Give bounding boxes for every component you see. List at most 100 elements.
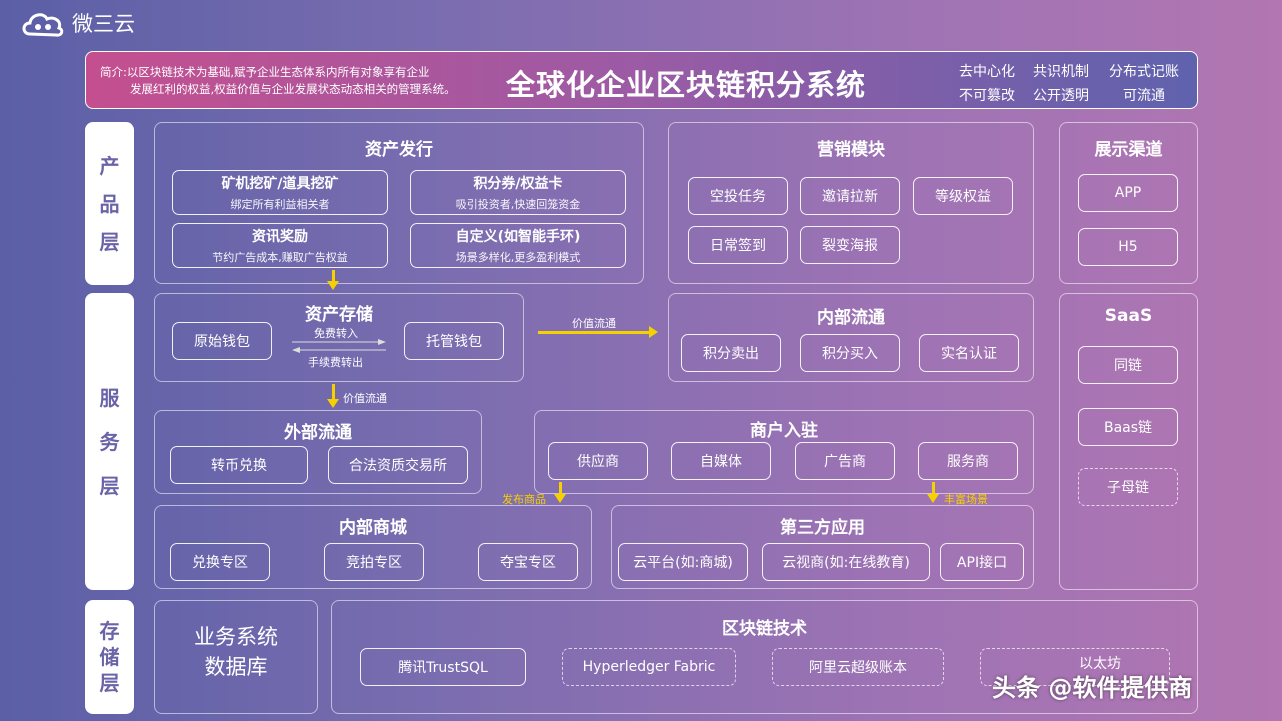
- database-panel: [154, 600, 318, 714]
- arrow-down-publish: [554, 482, 566, 503]
- asset-issue-item[interactable]: 自定义(如智能手环) 场景多样化,更多盈利模式: [410, 223, 626, 268]
- blockchain-panel: [331, 600, 1198, 714]
- blockchain-item[interactable]: 阿里云超级账本: [772, 648, 944, 686]
- arrow-right-value-flow: [538, 326, 658, 338]
- saas-panel: [1059, 293, 1198, 590]
- asset-issue-title: 资产发行: [365, 140, 433, 160]
- internal-mall-item[interactable]: 兑换专区: [170, 543, 270, 581]
- internal-flow-item[interactable]: 积分买入: [800, 334, 900, 372]
- internal-flow-panel: [668, 293, 1034, 382]
- merchant-item[interactable]: 服务商: [918, 442, 1018, 480]
- asset-issue-panel: [154, 122, 644, 284]
- layer-storage: 存储层: [85, 600, 134, 714]
- publish-goods-label: 发布商品: [502, 493, 546, 506]
- third-party-panel: [611, 505, 1034, 589]
- third-party-item[interactable]: 云平台(如:商城): [618, 543, 748, 581]
- feature-item: 去中心化: [959, 64, 1015, 80]
- intro-text: 简介:以区块链技术为基础,赋予企业生态体系内所有对象享有企业 发展红利的权益,权…: [100, 64, 456, 98]
- marketing-title: 营销模块: [817, 140, 885, 160]
- marketing-item[interactable]: 邀请拉新: [800, 177, 900, 215]
- merchant-panel: [534, 410, 1034, 494]
- asset-issue-item[interactable]: 资讯奖励 节约广告成本,赚取广告权益: [172, 223, 388, 268]
- page-title: 全球化企业区块链积分系统: [506, 68, 867, 102]
- feature-item: 分布式记账: [1109, 64, 1179, 80]
- asset-issue-item[interactable]: 积分券/权益卡 吸引投资者,快速回笼资金: [410, 170, 626, 215]
- marketing-item[interactable]: 等级权益: [913, 177, 1013, 215]
- blockchain-item[interactable]: Hyperledger Fabric: [562, 648, 736, 686]
- custody-wallet[interactable]: 托管钱包: [404, 322, 504, 360]
- original-wallet[interactable]: 原始钱包: [172, 322, 272, 360]
- merchant-item[interactable]: 自媒体: [671, 442, 771, 480]
- brand-logo: 微三云: [20, 8, 135, 38]
- external-flow-item[interactable]: 转币兑换: [170, 446, 308, 484]
- layer-char: 存: [99, 619, 120, 643]
- arrow-down-issue: [327, 270, 339, 290]
- marketing-panel: [668, 122, 1034, 284]
- layer-char: 储: [99, 645, 120, 669]
- intro-line-1: 简介:以区块链技术为基础,赋予企业生态体系内所有对象享有企业: [100, 65, 430, 79]
- arrow-down-storage: [327, 384, 339, 408]
- item-sub: 场景多样化,更多盈利模式: [455, 251, 581, 264]
- merchant-item[interactable]: 供应商: [548, 442, 648, 480]
- watermark-text: 头条 @软件提供商: [992, 674, 1193, 702]
- swap-arrows-icon: [292, 339, 386, 353]
- blockchain-item[interactable]: 以太坊: [980, 648, 1170, 686]
- saas-title: SaaS: [1104, 306, 1153, 326]
- blockchain-item[interactable]: 腾讯TrustSQL: [360, 648, 526, 686]
- third-party-item[interactable]: 云视商(如:在线教育): [762, 543, 930, 581]
- saas-item[interactable]: Baas链: [1078, 408, 1178, 446]
- asset-storage-panel: [154, 293, 524, 382]
- merchant-title: 商户入驻: [750, 421, 818, 441]
- layer-char: 服: [99, 385, 120, 410]
- layer-char: 品: [99, 191, 120, 216]
- internal-mall-item[interactable]: 夺宝专区: [478, 543, 578, 581]
- brand-name: 微三云: [72, 12, 135, 36]
- feature-item: 不可篡改: [959, 88, 1015, 104]
- item-sub: 吸引投资者,快速回笼资金: [455, 198, 581, 211]
- feature-item: 公开透明: [1033, 88, 1089, 104]
- third-party-item[interactable]: API接口: [940, 543, 1024, 581]
- item-title: 自定义(如智能手环): [455, 229, 581, 245]
- item-title: 积分券/权益卡: [473, 176, 563, 192]
- header-banner: 简介:以区块链技术为基础,赋予企业生态体系内所有对象享有企业 发展红利的权益,权…: [85, 51, 1198, 109]
- saas-item[interactable]: 子母链: [1078, 468, 1178, 506]
- database-label: 业务系统 数据库: [154, 622, 318, 682]
- display-panel: [1059, 122, 1198, 284]
- layer-char: 层: [99, 229, 120, 254]
- saas-item[interactable]: 同链: [1078, 346, 1178, 384]
- layer-char: 层: [99, 671, 120, 695]
- cloud-logo-icon: [22, 13, 64, 37]
- internal-mall-panel: [154, 505, 592, 589]
- marketing-item[interactable]: 日常签到: [688, 226, 788, 264]
- layer-char: 产: [99, 153, 120, 178]
- merchant-item[interactable]: 广告商: [795, 442, 895, 480]
- third-party-title: 第三方应用: [780, 518, 865, 538]
- layer-service: 服务层: [85, 293, 134, 590]
- item-title: 资讯奖励: [252, 229, 308, 245]
- asset-issue-item[interactable]: 矿机挖矿/道具挖矿 绑定所有利益相关者: [172, 170, 388, 215]
- marketing-item[interactable]: 空投任务: [688, 177, 788, 215]
- item-sub: 绑定所有利益相关者: [230, 198, 330, 211]
- feature-item: 共识机制: [1033, 64, 1089, 80]
- display-item-h5[interactable]: H5: [1078, 228, 1178, 266]
- item-sub: 节约广告成本,赚取广告权益: [212, 251, 348, 264]
- internal-mall-title: 内部商城: [339, 518, 407, 538]
- blockchain-title: 区块链技术: [722, 619, 807, 639]
- arrow-down-rich: [927, 482, 939, 503]
- external-flow-panel: [154, 410, 482, 494]
- internal-flow-item[interactable]: 实名认证: [919, 334, 1019, 372]
- display-item-app[interactable]: APP: [1078, 174, 1178, 212]
- feature-item: 可流通: [1123, 88, 1165, 104]
- internal-flow-title: 内部流通: [817, 308, 885, 328]
- database-line-2: 数据库: [204, 655, 268, 679]
- internal-mall-item[interactable]: 竞拍专区: [324, 543, 424, 581]
- value-flow-label-h: 价值流通: [572, 317, 616, 330]
- internal-flow-item[interactable]: 积分卖出: [681, 334, 781, 372]
- layer-product: 产品层: [85, 122, 134, 285]
- external-flow-item[interactable]: 合法资质交易所: [328, 446, 468, 484]
- marketing-item[interactable]: 裂变海报: [800, 226, 900, 264]
- feature-grid: 去中心化 共识机制 分布式记账 不可篡改 公开透明 可流通: [950, 61, 1190, 105]
- layer-char: 务: [99, 429, 120, 454]
- database-line-1: 业务系统: [194, 625, 278, 649]
- external-flow-title: 外部流通: [284, 423, 352, 443]
